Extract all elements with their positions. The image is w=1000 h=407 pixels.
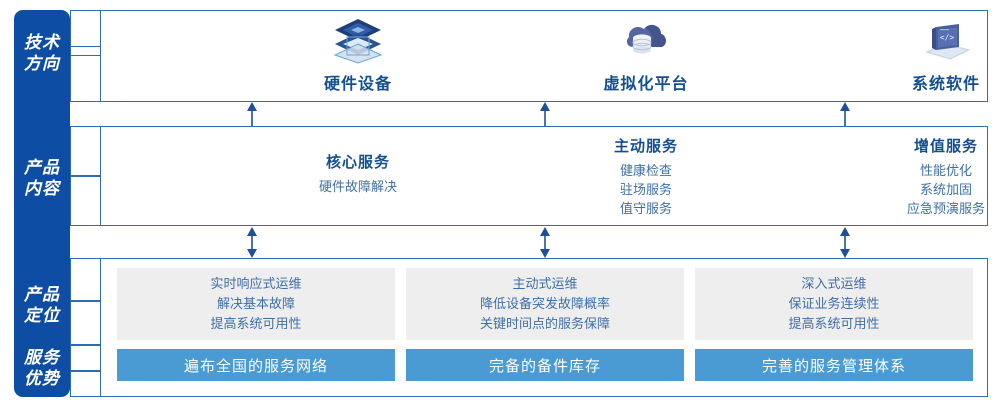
bottom-column-deep[interactable]: 深入式运维 保证业务连续性 提高系统可用性 完善的服务管理体系: [695, 259, 973, 381]
bracket-product-content-lower: [70, 176, 101, 226]
positioning-line: 提高系统可用性: [210, 316, 302, 331]
positioning-line: 降低设备突发故障概率: [479, 296, 610, 311]
product-content-panel: 核心服务 硬件故障解决 主动服务 健康检查 驻场服务 值守服务 增值服务 性能优…: [100, 126, 988, 226]
bracket-service-advantage-lower: [70, 371, 101, 397]
content-item: 硬件故障解决: [318, 179, 397, 194]
arrow-double-value-added-service: [840, 227, 850, 258]
svg-text:</>: </>: [940, 33, 955, 42]
bracket-tech-direction-lower: [70, 46, 101, 102]
arrow-double-active-service: [540, 227, 550, 258]
bracket-product-position: [70, 258, 101, 301]
tech-title-virtualization: 虚拟化平台: [603, 76, 689, 93]
content-item: 系统加固: [919, 182, 972, 197]
content-column-active-service[interactable]: 主动服务 健康检查 驻场服务 值守服务: [501, 135, 791, 218]
bracket-product-position-lower: [70, 301, 101, 345]
content-item: 驻场服务: [619, 182, 672, 197]
advantage-bar-management-system[interactable]: 完善的服务管理体系: [695, 349, 973, 381]
positioning-box: 主动式运维 降低设备突发故障概率 关键时间点的服务保障: [406, 268, 684, 340]
positioning-line: 保证业务连续性: [788, 296, 880, 311]
bottom-column-realtime[interactable]: 实时响应式运维 解决基本故障 提高系统可用性 遍布全国的服务网络: [117, 259, 395, 381]
positioning-box: 实时响应式运维 解决基本故障 提高系统可用性: [117, 268, 395, 340]
sidebar-item-service-advantage[interactable]: 服务 优势: [24, 348, 60, 388]
content-title-value-added-service: 增值服务: [913, 138, 978, 155]
arrow-double-core-service: [247, 227, 257, 258]
content-item: 性能优化: [919, 163, 972, 178]
bracket-service-advantage: [70, 345, 101, 371]
arrow-up-virtualization: [540, 102, 550, 126]
sidebar: 技术 方向 产品 内容 产品 定位 服务 优势: [14, 10, 70, 397]
bracket-product-content: [70, 126, 101, 176]
tech-title-system-software: 系统软件: [911, 76, 980, 93]
positioning-line: 解决基本故障: [216, 296, 295, 311]
content-title-active-service: 主动服务: [613, 138, 678, 155]
positioning-line: 实时响应式运维: [210, 276, 302, 291]
tech-title-hardware: 硬件设备: [323, 76, 392, 93]
positioning-line: 深入式运维: [801, 276, 867, 291]
bottom-column-proactive[interactable]: 主动式运维 降低设备突发故障概率 关键时间点的服务保障 完备的备件库存: [406, 259, 684, 381]
cloud-database-icon: [501, 17, 791, 65]
laptop-code-icon: </>: [801, 17, 1000, 65]
arrow-up-hardware: [247, 102, 257, 126]
content-column-value-added-service[interactable]: 增值服务 性能优化 系统加固 应急预演服务: [801, 135, 1000, 218]
bracket-tech-direction: [70, 10, 101, 56]
advantage-bar-spare-parts[interactable]: 完备的备件库存: [406, 349, 684, 381]
advantage-bar-service-network[interactable]: 遍布全国的服务网络: [117, 349, 395, 381]
sidebar-item-product-position[interactable]: 产品 定位: [24, 285, 60, 325]
content-title-core-service: 核心服务: [325, 154, 390, 171]
content-item: 健康检查: [619, 163, 672, 178]
positioning-line: 关键时间点的服务保障: [479, 316, 610, 331]
tech-column-system-software[interactable]: </> 系统软件: [801, 17, 1000, 94]
positioning-box: 深入式运维 保证业务连续性 提高系统可用性: [695, 268, 973, 340]
sidebar-item-tech-direction[interactable]: 技术 方向: [24, 33, 60, 73]
positioning-line: 提高系统可用性: [788, 316, 880, 331]
tech-column-hardware[interactable]: 硬件设备: [213, 17, 503, 94]
server-stack-icon: [213, 17, 503, 65]
content-item: 值守服务: [619, 201, 672, 216]
product-position-panel: 实时响应式运维 解决基本故障 提高系统可用性 遍布全国的服务网络 主动式运维 降…: [100, 258, 988, 397]
tech-direction-panel: 硬件设备 虚拟化平台: [100, 10, 988, 102]
positioning-line: 主动式运维: [512, 276, 578, 291]
sidebar-item-product-content[interactable]: 产品 内容: [24, 158, 60, 198]
content-item: 应急预演服务: [906, 201, 985, 216]
content-column-core-service[interactable]: 核心服务 硬件故障解决: [213, 151, 503, 196]
arrow-up-system-software: [840, 102, 850, 126]
tech-column-virtualization[interactable]: 虚拟化平台: [501, 17, 791, 94]
